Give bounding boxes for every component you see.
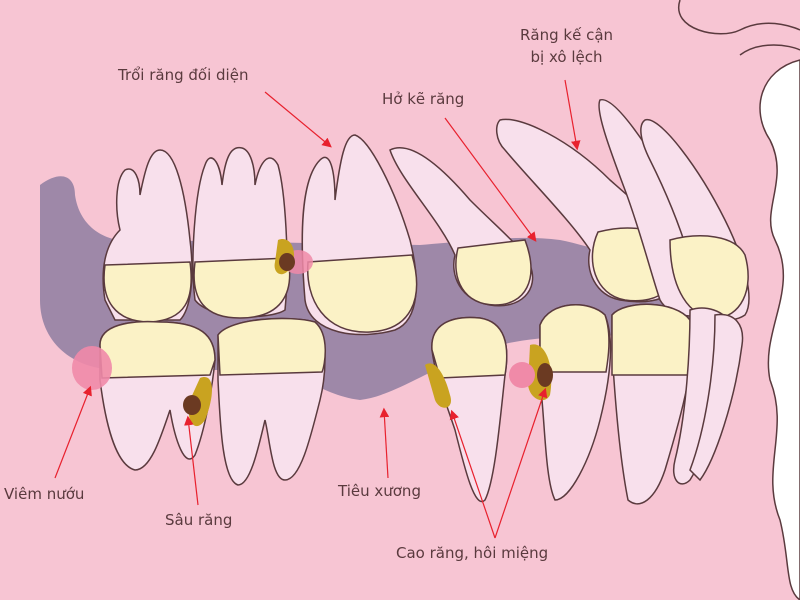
cheek-area	[759, 59, 800, 600]
label-gingivitis: Viêm nướu	[4, 485, 85, 503]
label-tartar-bad-breath: Cao răng, hôi miệng	[396, 544, 549, 562]
upper-teeth	[102, 99, 750, 336]
label-gap-between-teeth: Hở kẽ răng	[382, 90, 465, 108]
label-opposing-tooth-extrusion: Trổi răng đối diện	[118, 66, 249, 84]
label-adjacent-teeth: Răng kế cận bị xô lệch	[520, 24, 613, 68]
label-adjacent-teeth-line1: Răng kế cận	[520, 26, 614, 44]
tartar-left	[425, 363, 452, 408]
lip-outline	[677, 0, 800, 35]
label-bone-loss: Tiêu xương	[338, 482, 421, 500]
gum-inflammation	[72, 346, 112, 390]
label-adjacent-teeth-line2: bị xô lệch	[530, 48, 603, 66]
label-tooth-decay: Sâu răng	[165, 511, 233, 529]
lower-teeth	[99, 303, 744, 505]
pointer-arrows	[54, 79, 581, 539]
